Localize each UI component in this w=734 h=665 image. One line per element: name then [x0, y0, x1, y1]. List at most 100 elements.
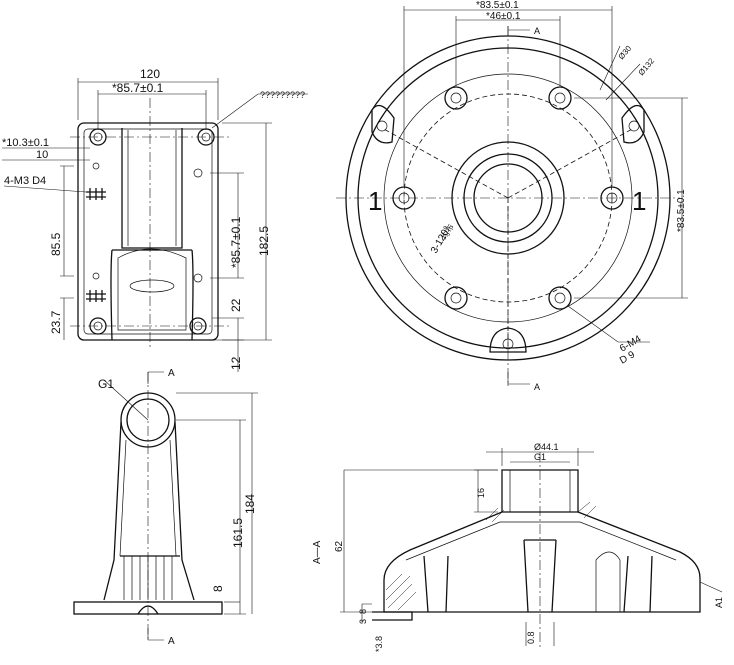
top-mark-left: 1	[368, 186, 382, 216]
front-plate-outline	[77, 122, 219, 341]
label-pitch-h: *85.7±0.1	[112, 81, 164, 95]
thread-leader	[3, 185, 87, 193]
dim-46-line	[455, 16, 561, 86]
sec-center-boss	[523, 539, 557, 613]
sec-hatch	[385, 501, 597, 611]
dim-120-line	[77, 78, 219, 120]
label-thread-m3: 4-M3 D4	[4, 175, 46, 187]
label-sec-3: 3	[358, 619, 368, 624]
dim-8-3-line	[361, 603, 372, 624]
label-sec-08: 0.8	[526, 631, 536, 644]
top-section-arrow	[507, 26, 530, 36]
section-arrow-top	[147, 371, 164, 384]
sec-body-inner	[405, 521, 677, 561]
label-offset-103: *10.3±0.1	[2, 137, 49, 149]
label-height-855: 85.5	[49, 232, 63, 256]
sec-foot	[372, 611, 413, 621]
label-dia-46: *46±0.1	[486, 11, 521, 22]
top-view: 1 1 *83.5±0.1 *46±0.1 Ø30 Ø132 *83.5±0.1…	[336, 0, 688, 392]
section-view: Ø44.1 G1 16 62 A—A 8 3 *3.8 0.8 A1	[312, 442, 724, 652]
m4-hole-4	[548, 86, 572, 110]
front-small-hole-3	[92, 162, 100, 170]
label-dia-835-h: *83.5±0.1	[476, 0, 519, 11]
m4-hole-4-inner	[554, 92, 566, 104]
label-section-a-top: A	[168, 368, 175, 379]
dim-184-line	[176, 392, 258, 614]
m4-hole-1	[392, 186, 416, 210]
bottom-section-arrow	[507, 372, 530, 386]
front-centerline-h	[70, 136, 230, 327]
label-sec-16: 16	[476, 488, 486, 498]
side-pipe-inner	[126, 398, 170, 442]
m4-hole-3-inner	[450, 92, 462, 104]
label-sec-38: *3.8	[374, 636, 384, 652]
label-side-g1: G1	[98, 377, 114, 391]
label-side-1615: 161.5	[231, 518, 245, 548]
label-leader-note: ?????????	[260, 90, 305, 100]
dim-1615-line	[176, 419, 246, 615]
label-section-a-bottom: A	[168, 636, 175, 647]
front-foot-inner	[117, 248, 187, 331]
sec-left-boss	[423, 555, 449, 613]
top-lugs	[371, 104, 645, 353]
label-dim-12: 12	[229, 356, 243, 370]
label-dia-30: Ø30	[617, 43, 634, 61]
label-side-184: 184	[243, 494, 257, 514]
front-small-hole-4	[92, 272, 100, 280]
lug-bottom-hole	[502, 338, 514, 350]
front-foot	[110, 249, 194, 341]
dim-835-v-line	[574, 97, 688, 299]
m4-hole-2-inner	[606, 192, 618, 204]
m4-hole-5-inner	[450, 292, 462, 304]
section-arrow-bottom	[147, 628, 164, 641]
dim-857-line	[97, 90, 207, 130]
m4-leader	[567, 305, 650, 343]
front-thread-boss-top	[86, 188, 106, 200]
label-bottom-arrow-a: A	[534, 382, 540, 392]
dim-237-line	[60, 297, 74, 340]
label-offset-10: 10	[36, 149, 48, 161]
front-view: 120 *85.7±0.1 ????????? *10.3±0.1 10 4-M…	[2, 67, 308, 372]
side-base-notch	[137, 605, 159, 615]
front-column	[121, 128, 183, 249]
label-dim-22: 22	[229, 298, 243, 312]
dim-855-line	[60, 165, 74, 277]
label-sec-a1: A1	[714, 597, 724, 608]
sec-a1-leader	[699, 581, 723, 593]
lug-right-hole	[628, 120, 640, 132]
sec-neck-bore	[509, 470, 571, 512]
dim-22-line	[212, 317, 244, 372]
top-mark-right: 1	[632, 186, 646, 216]
label-sec-62: 62	[334, 540, 345, 552]
m4-hole-1-inner	[398, 192, 410, 204]
m4-hole-3	[444, 86, 468, 110]
dim-857v-line	[210, 172, 244, 279]
front-plate-inner	[83, 128, 213, 335]
side-view: A A G1 161.5 184 8	[73, 368, 258, 647]
dim-62-line	[340, 469, 498, 613]
label-side-8: 8	[211, 585, 225, 592]
label-pitch-v: *85.7±0.1	[229, 216, 243, 268]
lug-left-hole	[376, 120, 388, 132]
label-dia-835-v: *83.5±0.1	[676, 189, 687, 232]
dim-offset-lines	[2, 147, 90, 161]
side-column-inner	[119, 439, 177, 557]
front-thread-boss-bottom	[86, 290, 106, 302]
top-m4-holes	[392, 86, 624, 310]
m4-hole-6	[548, 286, 572, 310]
sec-right-pocket	[595, 551, 621, 613]
side-pipe-outer	[120, 392, 176, 448]
dim-441-line	[486, 448, 594, 466]
front-small-hole-1	[193, 168, 203, 178]
label-sec-441: Ø44.1	[534, 442, 559, 452]
front-small-hole-2	[193, 273, 203, 283]
sec-body-outline	[383, 511, 701, 613]
dim-dia-leaders	[599, 45, 641, 101]
dim-08-line	[525, 622, 555, 646]
front-foot-ellipse	[129, 279, 175, 293]
label-dia-132: Ø132	[637, 56, 657, 77]
label-height-237: 23.7	[49, 310, 63, 334]
note-leader	[211, 93, 308, 129]
